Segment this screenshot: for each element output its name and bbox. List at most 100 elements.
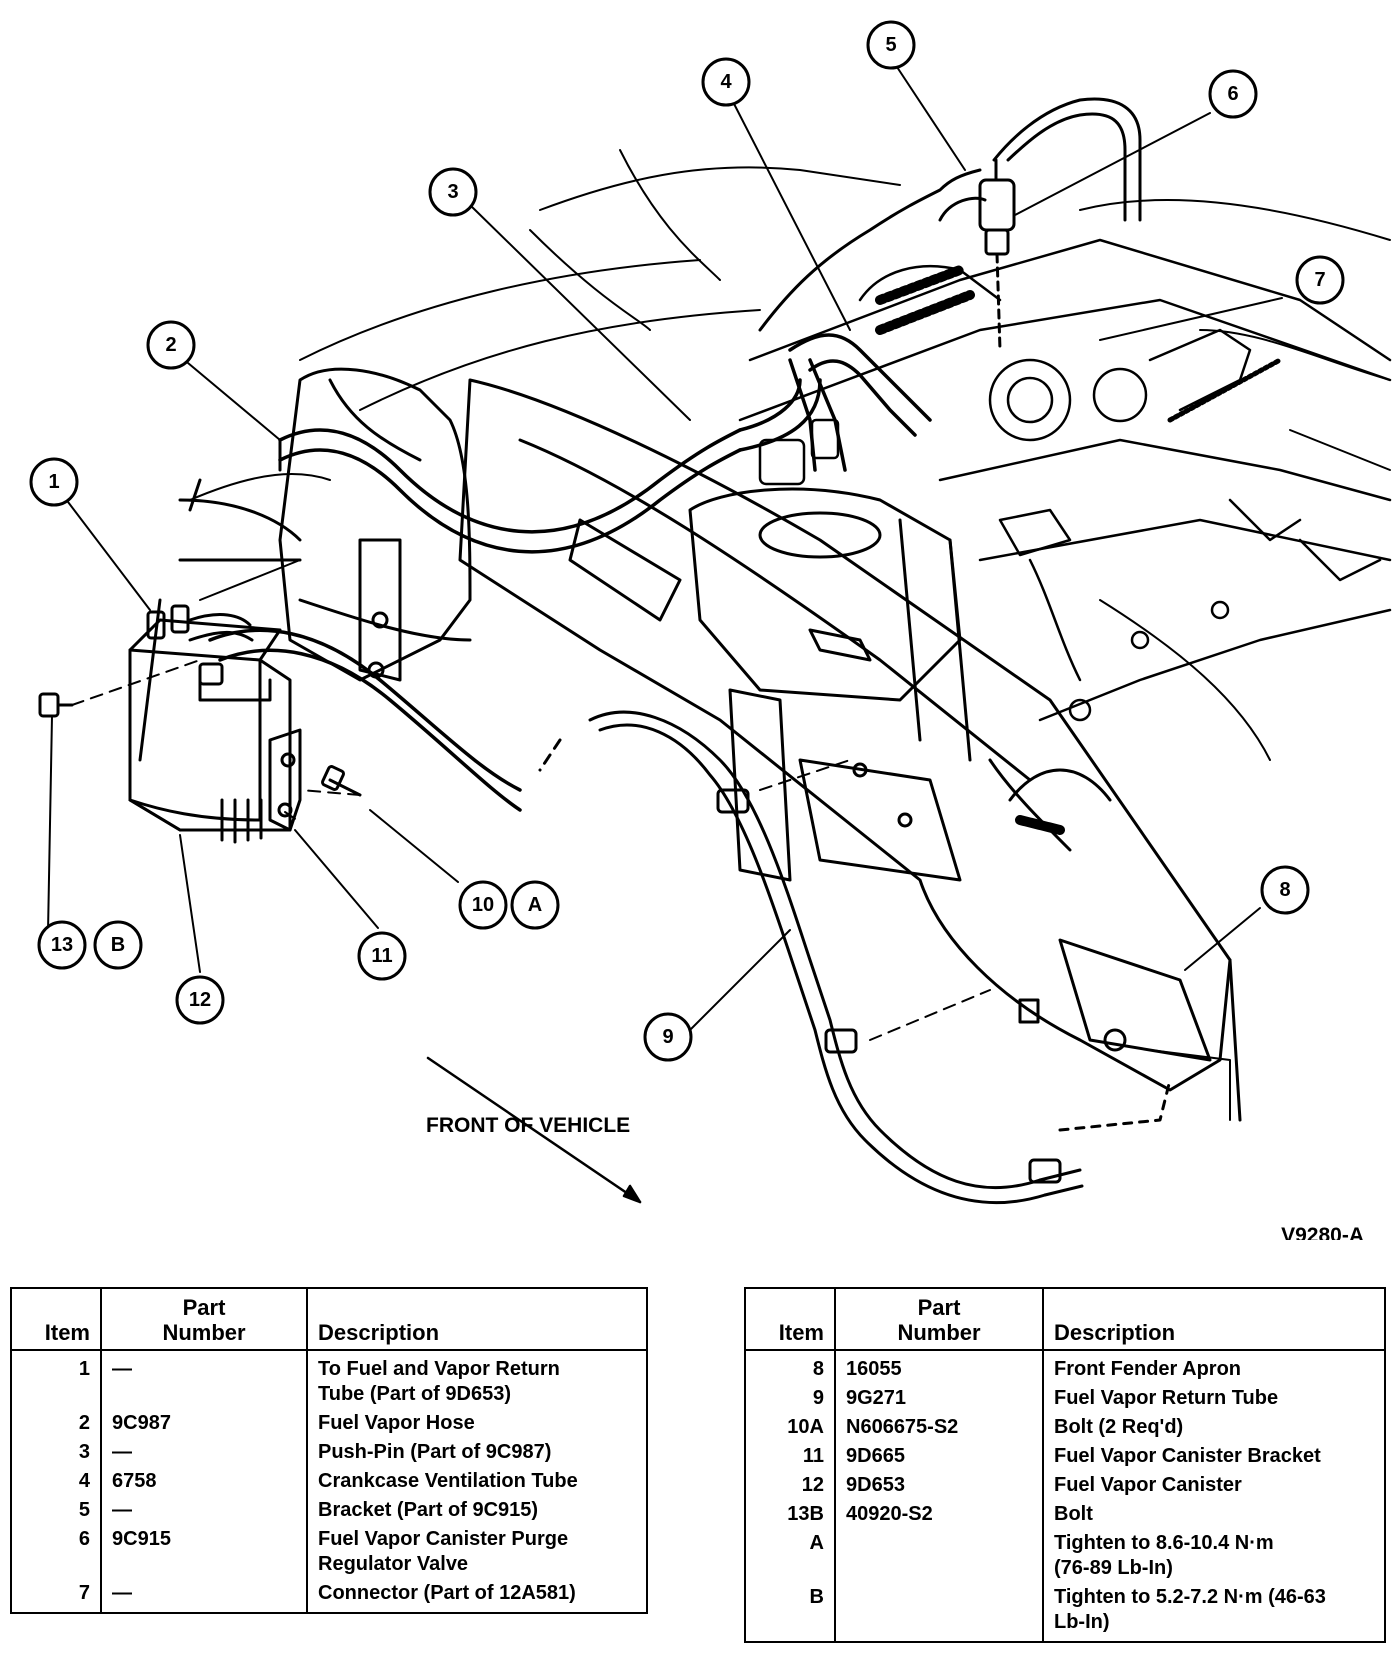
- cell-description: Fuel Vapor Hose: [306, 1409, 648, 1438]
- cell-part-number: [834, 1583, 1044, 1642]
- wheelhouse-inner: [138, 367, 472, 762]
- callout-1: [29, 457, 79, 507]
- callout-4: [701, 57, 751, 107]
- cell-description: Fuel Vapor Canister: [1042, 1471, 1386, 1500]
- callout-7: [1295, 255, 1345, 305]
- callout-label-3: 3: [447, 181, 458, 203]
- fuel-vapor-return-tube: [538, 710, 1172, 1205]
- front-of-vehicle-arrow: [426, 1056, 642, 1204]
- figure-id: V9280-A: [1281, 1224, 1364, 1240]
- cell-part-number: 9D653: [834, 1471, 1044, 1500]
- cell-item: 2: [10, 1409, 102, 1438]
- callout-11: [357, 931, 407, 981]
- cell-part-number: —: [100, 1496, 308, 1525]
- callout-label-5: 5: [885, 34, 896, 56]
- cell-description: Bolt: [1042, 1500, 1386, 1529]
- description-line: Push-Pin (Part of 9C987): [318, 1441, 552, 1463]
- cell-part-number: —: [100, 1350, 308, 1409]
- callout-labels: 1 2 3 4 5 6 7 8 9 10 A 11 12 13 B: [48, 34, 1325, 1048]
- callout-label-12: 12: [189, 989, 211, 1011]
- callout-label-4: 4: [720, 71, 732, 93]
- cell-description: Fuel Vapor Canister Bracket: [1042, 1442, 1386, 1471]
- cell-item: 3: [10, 1438, 102, 1467]
- callout-label-2: 2: [165, 334, 176, 356]
- cell-item: 6: [10, 1525, 102, 1579]
- description-line: Crankcase Ventilation Tube: [318, 1470, 578, 1492]
- cell-part-number: —: [100, 1579, 308, 1613]
- cell-description: Crankcase Ventilation Tube: [306, 1467, 648, 1496]
- header-description: Description: [1042, 1288, 1386, 1351]
- cell-description: Connector (Part of 12A581): [306, 1579, 648, 1613]
- description-line: To Fuel and Vapor Return: [318, 1358, 560, 1380]
- callout-2: [146, 320, 196, 370]
- callout-A: [510, 880, 560, 930]
- cell-item: 8: [744, 1350, 836, 1384]
- description-line: Fuel Vapor Return Tube: [1054, 1387, 1279, 1409]
- crankcase-ventilation-tube: [788, 333, 932, 472]
- callout-label-1: 1: [48, 471, 59, 493]
- fuel-vapor-canister-bracket: [268, 728, 302, 832]
- table-row: 7— Connector (Part of 12A581): [10, 1579, 648, 1613]
- callout-label-8: 8: [1279, 879, 1290, 901]
- exploded-view-illustration: 1 2 3 4 5 6 7 8 9 10 A 11 12 13 B FRONT …: [29, 20, 1392, 1240]
- callout-label-9: 9: [662, 1026, 673, 1048]
- header-description: Description: [306, 1288, 648, 1351]
- cell-item: 9: [744, 1384, 836, 1413]
- cell-description: Fuel Vapor Return Tube: [1042, 1384, 1386, 1413]
- cell-description: Push-Pin (Part of 9C987): [306, 1438, 648, 1467]
- fuel-vapor-hose: [208, 378, 822, 812]
- description-line: Lb-In): [1054, 1611, 1110, 1633]
- description-line: Bolt (2 Req'd): [1054, 1416, 1184, 1438]
- callout-6: [1208, 69, 1258, 119]
- callout-label-13: 13: [51, 934, 73, 956]
- cell-item: 1: [10, 1350, 102, 1409]
- description-line: Fuel Vapor Canister Purge: [318, 1528, 569, 1550]
- leader-lines: [47, 66, 1283, 1041]
- description-line: Tighten to 5.2-7.2 N·m (46-63: [1054, 1586, 1326, 1608]
- cell-part-number: 9C915: [100, 1525, 308, 1579]
- description-line: Tube (Part of 9D653): [318, 1383, 511, 1405]
- description-line: Fuel Vapor Hose: [318, 1412, 475, 1434]
- callout-B: [93, 920, 143, 970]
- callout-label-7: 7: [1314, 269, 1325, 291]
- header-item: Item: [10, 1288, 102, 1351]
- cell-description: Bracket (Part of 9C915): [306, 1496, 648, 1525]
- cell-item: 13B: [744, 1500, 836, 1529]
- description-line: Fuel Vapor Canister: [1054, 1474, 1242, 1496]
- cell-item: 5: [10, 1496, 102, 1525]
- bolts: [38, 692, 362, 797]
- cell-item: 4: [10, 1467, 102, 1496]
- header-item: Item: [744, 1288, 836, 1351]
- callout-label-11: 11: [371, 945, 392, 967]
- callout-13: [37, 920, 87, 970]
- cell-part-number: N606675-S2: [834, 1413, 1044, 1442]
- description-line: Connector (Part of 12A581): [318, 1582, 576, 1604]
- cell-item: 7: [10, 1579, 102, 1613]
- engine-intake-assembly: [738, 238, 1392, 722]
- table-row: 3—Push-Pin (Part of 9C987): [10, 1438, 648, 1467]
- callout-9: [643, 1012, 693, 1062]
- table-row: 5— Bracket (Part of 9C915): [10, 1496, 648, 1525]
- front-of-vehicle-label: FRONT OF VEHICLE: [426, 1114, 630, 1137]
- description-line: Bolt: [1054, 1503, 1093, 1525]
- callout-label-B: B: [111, 934, 125, 956]
- callouts: [29, 20, 1345, 1062]
- fuel-vapor-canister: [128, 604, 292, 844]
- callout-label-6: 6: [1227, 83, 1238, 105]
- description-line: Bracket (Part of 9C915): [318, 1499, 539, 1521]
- cell-part-number: [834, 1529, 1044, 1583]
- description-line: Regulator Valve: [318, 1553, 469, 1575]
